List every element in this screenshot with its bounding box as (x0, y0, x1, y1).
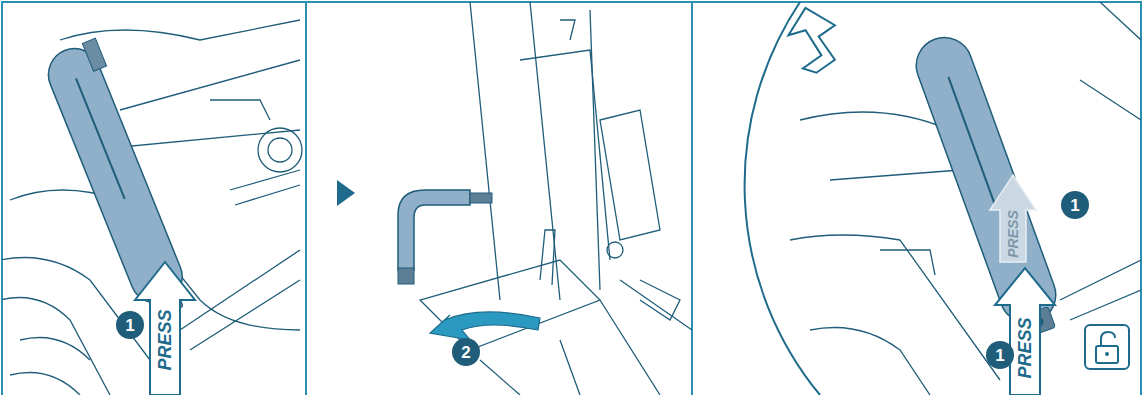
detail-circle (745, 2, 820, 395)
lift-arrow (783, 6, 843, 76)
callout-number: 1 (995, 347, 1004, 364)
unlock-icon (1085, 325, 1129, 369)
press-label: PRESS (1016, 317, 1034, 378)
step-arrow (337, 180, 355, 206)
callout-number: 1 (125, 317, 134, 334)
panel-one (2, 20, 302, 395)
callout-number: 1 (1070, 197, 1079, 214)
callout-number: 2 (461, 344, 470, 361)
panel-three (790, 2, 1141, 395)
panel-two (398, 2, 692, 395)
press-label: PRESS (156, 309, 174, 370)
press-label: PRESS (1006, 210, 1020, 257)
